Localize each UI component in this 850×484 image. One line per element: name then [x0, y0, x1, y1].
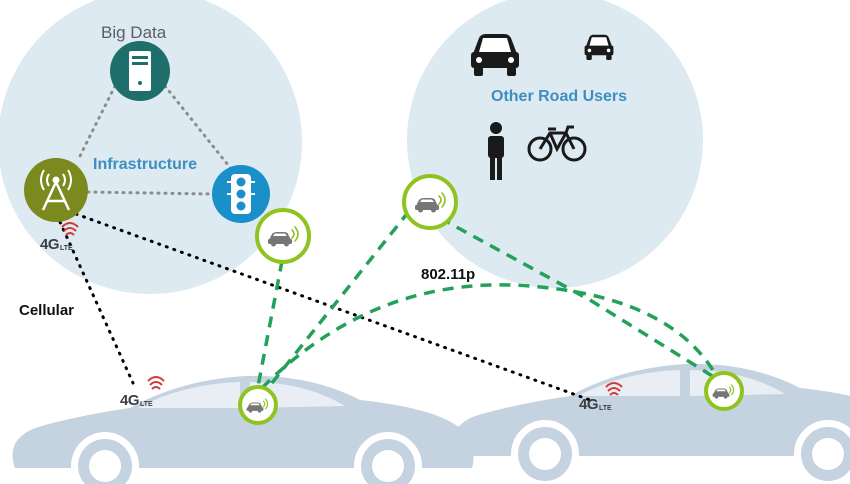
lte-badge-text: 4G — [579, 396, 599, 413]
lte-badge-tower: 4GLTE — [40, 236, 73, 254]
lte-badge-suffix: LTE — [599, 405, 612, 412]
infrastructure-label: Infrastructure — [93, 156, 198, 173]
lte-badge-ego: 4GLTE — [120, 392, 153, 410]
v2x-node-infrastructure — [255, 208, 311, 264]
lte-badge-remote: 4GLTE — [579, 396, 612, 414]
other-road-users-label: Other Road Users — [491, 88, 628, 105]
lte-badge-text: 4G — [120, 392, 140, 409]
dsrc-links — [253, 208, 724, 403]
v2x-node-ego — [238, 385, 278, 425]
protocol-label: 802.11p — [421, 266, 476, 283]
cell-tower-icon — [24, 158, 88, 222]
cellular-label: Cellular — [19, 302, 75, 319]
v2x-node-road-users — [402, 174, 458, 230]
server-icon — [110, 41, 170, 101]
signal-waves-icon — [147, 376, 165, 390]
pedestrian-icon — [488, 122, 504, 180]
infrastructure-links — [76, 84, 234, 196]
traffic-light-icon — [212, 165, 270, 223]
lte-badge-text: 4G — [40, 236, 60, 253]
v2x-node-remote — [704, 371, 744, 411]
lte-badge-suffix: LTE — [60, 245, 73, 252]
remote-vehicle — [452, 363, 850, 484]
bicycle-icon — [527, 125, 587, 162]
lte-badge-suffix: LTE — [140, 401, 153, 408]
big-data-label: Big Data — [101, 23, 167, 42]
infrastructure-bubble — [0, 0, 302, 294]
